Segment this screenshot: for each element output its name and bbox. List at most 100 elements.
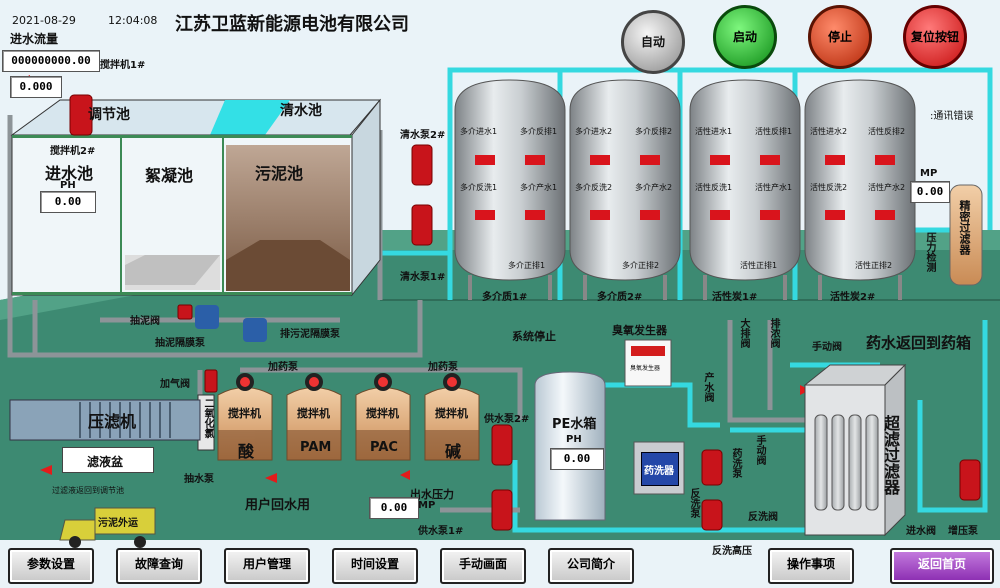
product-valve-label: 产水阀 xyxy=(702,372,713,402)
nav-return-home[interactable]: 返回首页 xyxy=(890,548,994,584)
outlet-pressure-label: 出水压力 xyxy=(410,488,454,501)
precision-mp-label: MP xyxy=(920,168,938,179)
mixer1-label: 搅拌机1# xyxy=(100,60,146,71)
chlorine-dioxide-label: 二氧化氯 xyxy=(202,398,213,438)
manual-valve1-label: 手动阀 xyxy=(812,342,842,353)
inlet-valve-label: 进水阀 xyxy=(906,526,936,537)
f2-mid-right: 多介产水2 xyxy=(635,183,673,192)
f3-mid-left: 活性反洗1 xyxy=(695,183,733,192)
stirrer4-label: 搅拌机 xyxy=(435,407,468,420)
user-return-note: 用户回水用 xyxy=(245,498,311,513)
sludge-valve-label: 抽泥阀 xyxy=(130,316,160,327)
f3-name: 活性炭1# xyxy=(712,292,758,303)
supply-pump1-label: 供水泵1# xyxy=(418,526,464,537)
f3-bottom: 活性正排1 xyxy=(740,261,778,270)
pe-ph-label: PH xyxy=(566,434,582,445)
auto-switch-label: 自动 xyxy=(640,35,665,49)
regulating-tank-label: 调节池 xyxy=(88,107,130,123)
clear-pump2-label: 清水泵2# xyxy=(400,130,446,141)
nav-operation-notes[interactable]: 操作事项 xyxy=(768,548,854,584)
dosing-pump1-label: 加药泵 xyxy=(268,362,298,373)
filter-press-label: 压滤机 xyxy=(88,412,137,431)
precision-mp-value: 0.00 xyxy=(910,181,950,203)
start-label: 启动 xyxy=(732,30,757,44)
f2-name: 多介质2# xyxy=(597,292,643,303)
outlet-mp-label: MP xyxy=(418,500,436,511)
chem-wash-pump-label: 药洗泵 xyxy=(730,448,741,478)
stirrer2-label: 搅拌机 xyxy=(297,407,330,420)
chem-wash-box: 药洗器 xyxy=(641,452,679,486)
sludge-tank-label: 污泥池 xyxy=(255,164,304,183)
filtrate-return-note: 过滤液返回到调节池 xyxy=(52,486,124,495)
big-discharge-valve-label: 大排阀 xyxy=(738,318,749,348)
f1-name: 多介质1# xyxy=(482,292,528,303)
inlet-flow-rate: 0.000 xyxy=(10,76,62,98)
pe-ph-value: 0.00 xyxy=(550,448,604,470)
pam-tank-label: PAM xyxy=(300,440,332,455)
backwash-pump-label: 反洗泵 xyxy=(688,488,699,518)
f3-top-right: 活性反排1 xyxy=(755,127,793,136)
company-title: 江苏卫蓝新能源电池有限公司 xyxy=(175,14,409,35)
stop-button[interactable]: 停止 xyxy=(808,5,872,69)
f1-mid-left: 多介反洗1 xyxy=(460,183,498,192)
system-status: 系统停止 xyxy=(512,330,556,343)
f2-bottom: 多介正排2 xyxy=(622,261,660,270)
f1-mid-right: 多介产水1 xyxy=(520,183,558,192)
nav-time-settings[interactable]: 时间设置 xyxy=(332,548,418,584)
mixer2-label: 搅拌机2# xyxy=(50,146,96,157)
f4-mid-left: 活性反洗2 xyxy=(810,183,848,192)
reset-button[interactable]: 复位按钮 xyxy=(903,5,967,69)
f1-bottom: 多介正排1 xyxy=(508,261,546,270)
flocculation-tank-label: 絮凝池 xyxy=(145,166,194,185)
time-display: 12:04:08 xyxy=(108,14,158,27)
f3-mid-right: 活性产水1 xyxy=(755,183,793,192)
ozone-label: 臭氧发生器 xyxy=(612,324,667,337)
f4-bottom: 活性正排2 xyxy=(855,261,893,270)
supply-pump2-label: 供水泵2# xyxy=(484,414,530,425)
manual-valve2-label: 手动阀 xyxy=(754,435,765,465)
f4-top-left: 活性进水2 xyxy=(810,127,848,136)
clear-pump1-label: 清水泵1# xyxy=(400,272,446,283)
nav-company-profile[interactable]: 公司简介 xyxy=(548,548,634,584)
inlet-flow-total: 000000000.00 xyxy=(2,50,100,72)
inlet-ph-value: 0.00 xyxy=(40,191,96,213)
date-display: 2021-08-29 xyxy=(12,14,76,27)
truck-label: 污泥外运 xyxy=(98,518,138,529)
filtrate-tray-label: 滤液盆 xyxy=(87,455,124,469)
stirrer1-label: 搅拌机 xyxy=(228,407,261,420)
comm-error-status: :通讯错误 xyxy=(930,111,974,122)
nav-fault-query[interactable]: 故障查询 xyxy=(116,548,202,584)
air-valve-label: 加气阀 xyxy=(160,379,190,390)
alkali-tank-label: 碱 xyxy=(445,442,462,461)
f2-top-left: 多介进水2 xyxy=(575,127,613,136)
backwash-pressure-label: 反洗高压 xyxy=(712,546,752,557)
water-pump-label: 抽水泵 xyxy=(184,474,214,485)
outlet-mp-value: 0.00 xyxy=(369,497,419,519)
precision-filter-label: 精密过滤器 xyxy=(958,200,971,255)
nav-parameter-settings[interactable]: 参数设置 xyxy=(8,548,94,584)
f3-top-left: 活性进水1 xyxy=(695,127,733,136)
booster-pump-label: 增压泵 xyxy=(948,526,978,537)
start-button[interactable]: 启动 xyxy=(713,5,777,69)
chem-wash-box-label: 药洗器 xyxy=(644,466,674,477)
clear-water-tank-label: 清水池 xyxy=(280,103,322,119)
inlet-tank-label: 进水池 xyxy=(45,164,94,183)
auto-switch[interactable]: 自动 xyxy=(621,10,685,74)
inlet-flow-label: 进水流量 xyxy=(10,32,59,46)
sludge-pump-label: 抽泥隔膜泵 xyxy=(155,338,205,349)
drain-valve-label: 排浓阀 xyxy=(768,318,779,348)
filtrate-tray: 滤液盆 xyxy=(62,447,154,473)
nav-user-management[interactable]: 用户管理 xyxy=(224,548,310,584)
chem-return-note: 药水返回到药箱 xyxy=(866,334,972,352)
nav-manual-screen[interactable]: 手动画面 xyxy=(440,548,526,584)
ozone-screen: 臭氧发生器 xyxy=(630,365,661,372)
backwash-valve-label: 反洗阀 xyxy=(748,512,778,523)
stop-label: 停止 xyxy=(827,30,852,44)
pe-tank-label: PE水箱 xyxy=(552,417,597,432)
f4-name: 活性炭2# xyxy=(830,292,876,303)
uf-filter-label: 超滤过滤器 xyxy=(881,415,900,495)
acid-tank-label: 酸 xyxy=(238,442,255,461)
f2-mid-left: 多介反洗2 xyxy=(575,183,613,192)
